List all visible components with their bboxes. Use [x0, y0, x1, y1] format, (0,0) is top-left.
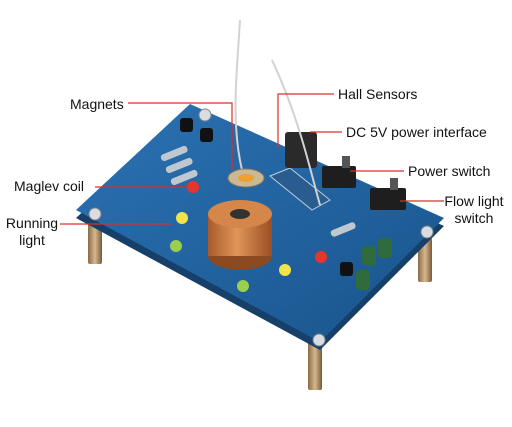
switches [322, 156, 406, 210]
label-hall-sensors: Hall Sensors [338, 86, 418, 102]
label-running-light-line1: Running [5, 215, 59, 231]
label-running-light-line2: light [19, 232, 45, 248]
label-dc-power: DC 5V power interface [346, 124, 487, 140]
hall-sensor-module [269, 132, 331, 211]
label-running-light: Running light [4, 215, 60, 249]
label-maglev-coil: Maglev coil [14, 178, 85, 194]
capacitors [356, 238, 392, 290]
maglev-coil [208, 200, 272, 270]
standoff-legs [88, 222, 432, 390]
label-flow-light-switch-line2: switch [454, 210, 494, 226]
label-flow-light-switch-line1: Flow light [444, 193, 504, 209]
label-power-switch: Power switch [408, 163, 491, 179]
label-flow-light-switch: Flow light switch [442, 193, 506, 227]
leds [170, 181, 327, 292]
label-magnets: Magnets [70, 96, 124, 112]
resistors [160, 145, 356, 237]
floating-magnet [227, 19, 321, 206]
callout-lines [60, 93, 444, 225]
transistors [180, 118, 353, 276]
